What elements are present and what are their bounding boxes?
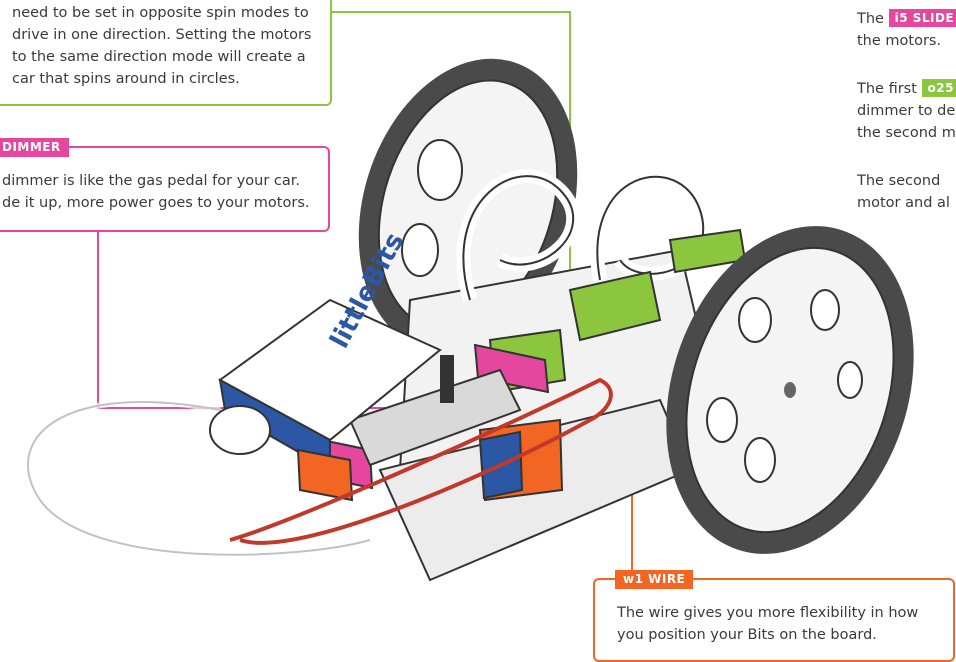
slider-dimmer <box>348 355 522 467</box>
spin-mode-line-3: to the same direction mode will create a <box>12 49 306 65</box>
wire-tag: w1 WIRE <box>615 570 694 589</box>
spin-mode-line-4: car that spins around in circles. <box>12 71 240 87</box>
wire-line-1: The wire gives you more flexibility in h… <box>617 605 919 621</box>
wire-loops <box>456 169 710 303</box>
dimmer-line-2: de it up, more power goes to your motors… <box>2 195 310 211</box>
first-tag: o25 <box>921 79 956 97</box>
wire-line-2: you position your Bits on the board. <box>617 627 877 643</box>
slide-paragraph: The i5 SLIDE the motors. <box>857 8 956 52</box>
second-prefix: The second <box>857 173 941 189</box>
dimmer-callout: DIMMER dimmer is like the gas pedal for … <box>0 138 330 232</box>
first-o25-paragraph: The first o25 dimmer to de the second m <box>857 78 956 144</box>
spin-mode-line-1: need to be set in opposite spin modes to <box>12 5 309 21</box>
power-modules <box>296 418 564 502</box>
dimmer-tag: DIMMER <box>0 138 69 157</box>
dimmer-line-1: dimmer is like the gas pedal for your ca… <box>2 173 301 189</box>
slide-prefix: The <box>857 11 884 27</box>
first-prefix: The first <box>857 81 917 97</box>
slide-line-2: the motors. <box>857 33 942 49</box>
front-wheel <box>666 226 914 554</box>
red-wire <box>229 377 613 545</box>
second-paragraph: The second motor and al <box>857 170 956 214</box>
spin-mode-line-2: drive in one direction. Setting the moto… <box>12 27 312 43</box>
second-line-2: motor and al <box>857 195 950 211</box>
slide-tag: i5 SLIDE <box>888 9 956 27</box>
spin-mode-callout: need to be set in opposite spin modes to… <box>0 0 332 106</box>
wire-callout: w1 WIRE The wire gives you more flexibil… <box>593 570 955 662</box>
first-line-2: dimmer to de <box>857 103 956 119</box>
first-line-3: the second m <box>857 125 956 141</box>
